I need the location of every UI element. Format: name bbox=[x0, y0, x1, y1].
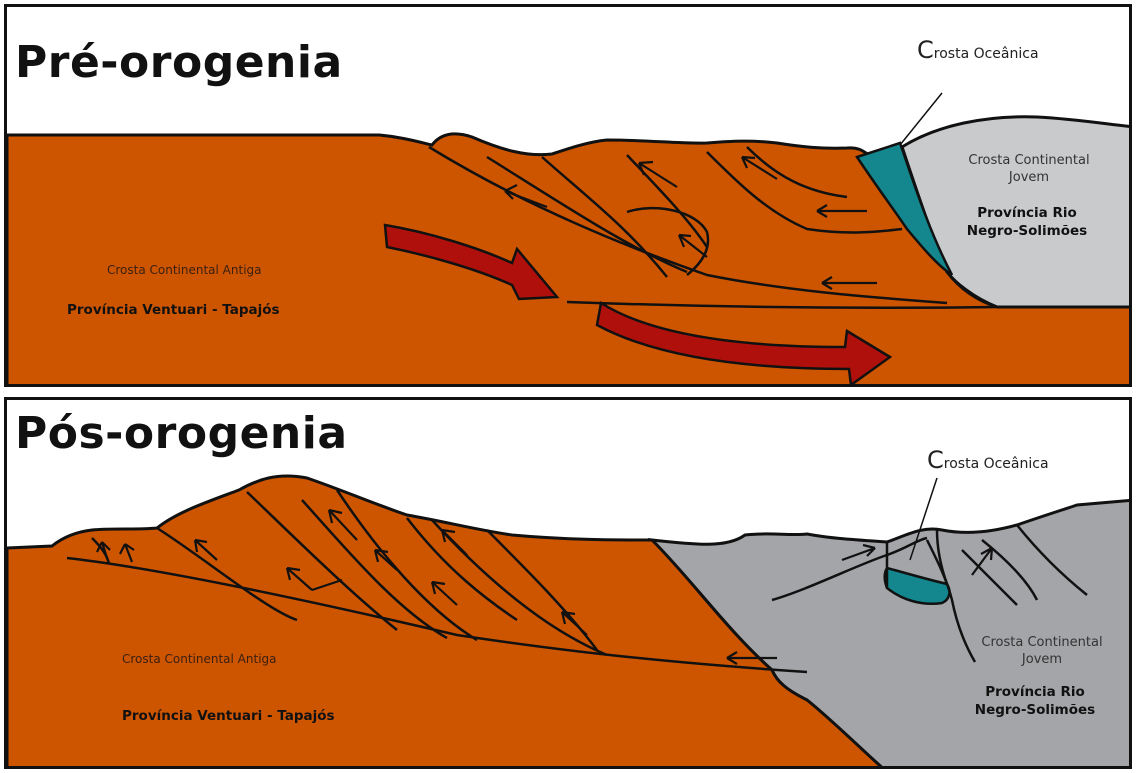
pre-young-province-line2: Negro-Solimões bbox=[957, 223, 1097, 241]
pre-orogeny-panel: Pré-orogenia Crosta Oceânica Crosta Cont… bbox=[4, 4, 1132, 387]
post-oceanic-crust-rest: rosta Oceânica bbox=[944, 456, 1049, 472]
post-orogeny-panel: Pós-orogenia Crosta Oceânica Crosta Cont… bbox=[4, 397, 1132, 769]
pre-old-province-label: Província Ventuari - Tapajós bbox=[67, 302, 280, 320]
pre-young-crust-line1: Crosta Continental bbox=[959, 153, 1099, 170]
post-young-crust-label: Crosta Continental Jovem bbox=[967, 635, 1117, 669]
post-young-crust-line1: Crosta Continental bbox=[967, 635, 1117, 652]
pre-old-crust-label: Crosta Continental Antiga bbox=[107, 263, 262, 279]
pre-oceanic-crust-initial: C bbox=[917, 36, 934, 64]
pre-oceanic-crust-rest: rosta Oceânica bbox=[934, 46, 1039, 62]
post-young-province-line1: Província Rio bbox=[965, 684, 1105, 702]
post-young-crust-line2: Jovem bbox=[967, 652, 1117, 669]
post-oceanic-crust-label: Crosta Oceânica bbox=[927, 445, 1049, 476]
post-orogeny-title: Pós-orogenia bbox=[15, 412, 348, 456]
post-old-province-label: Província Ventuari - Tapajós bbox=[122, 708, 335, 726]
post-oceanic-crust-initial: C bbox=[927, 446, 944, 474]
pre-young-crust-line2: Jovem bbox=[959, 170, 1099, 187]
pre-young-crust-label: Crosta Continental Jovem bbox=[959, 153, 1099, 187]
post-young-province-label: Província Rio Negro-Solimões bbox=[965, 684, 1105, 719]
pre-young-province-line1: Província Rio bbox=[957, 205, 1097, 223]
post-old-crust-label: Crosta Continental Antiga bbox=[122, 652, 277, 668]
pre-young-province-label: Província Rio Negro-Solimões bbox=[957, 205, 1097, 240]
pre-orogeny-title: Pré-orogenia bbox=[15, 41, 343, 85]
post-young-province-line2: Negro-Solimões bbox=[965, 702, 1105, 720]
pre-oceanic-crust-label: Crosta Oceânica bbox=[917, 35, 1039, 66]
